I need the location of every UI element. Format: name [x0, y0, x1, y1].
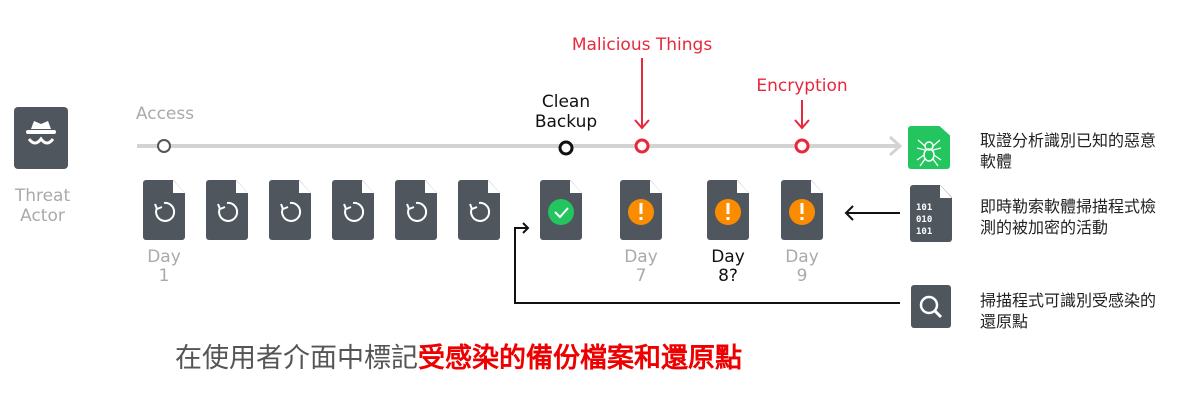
- spider-malware-icon: [908, 126, 950, 169]
- restore-point-doc[interactable]: [206, 180, 248, 240]
- clean-backup-doc[interactable]: [540, 180, 582, 240]
- restore-point-doc[interactable]: [395, 180, 437, 240]
- day-num: 7: [635, 266, 647, 286]
- caption-normal: 在使用者介面中標記: [175, 343, 418, 374]
- day-word: Day: [624, 247, 658, 267]
- threat-actor-icon: [14, 107, 68, 169]
- scanner-text: 掃描程式可識別受感染的還原點: [980, 291, 1157, 331]
- realtime-scanner-text: 即時勒索軟體掃描程式檢測的被加密的活動: [980, 197, 1157, 237]
- encryption-node: [794, 138, 810, 154]
- clean-line1: Clean: [541, 92, 591, 112]
- search-icon[interactable]: [911, 285, 951, 328]
- malicious-node: [634, 138, 650, 154]
- actor-line1: Threat: [14, 186, 71, 206]
- forensics-text: 取證分析識別已知的惡意軟體: [980, 131, 1157, 171]
- day-word: Day: [711, 247, 745, 267]
- binary-row: 101: [916, 227, 933, 237]
- restore-point-doc[interactable]: [332, 180, 374, 240]
- day-num: 1: [158, 266, 170, 286]
- binary-scanner-icon: 101 010 101: [910, 185, 952, 242]
- malicious-label: Malicious Things: [571, 35, 713, 55]
- day-word: Day: [785, 247, 819, 267]
- clean-backup-node: [558, 140, 574, 156]
- caption-highlight: 受感染的備份檔案和還原點: [418, 343, 742, 374]
- binary-row: 101: [916, 203, 933, 213]
- encryption-label: Encryption: [756, 76, 848, 96]
- actor-line2: Actor: [20, 206, 65, 226]
- restore-point-doc[interactable]: [458, 180, 500, 240]
- infected-doc[interactable]: [707, 180, 749, 240]
- day-num: 8?: [718, 266, 738, 286]
- day-word: Day: [147, 247, 181, 267]
- infected-doc[interactable]: [620, 180, 662, 240]
- caption: 在使用者介面中標記受感染的備份檔案和還原點: [175, 336, 742, 375]
- restore-point-doc[interactable]: [269, 180, 311, 240]
- infected-doc[interactable]: [781, 180, 823, 240]
- access-label: Access: [135, 104, 195, 124]
- binary-row: 010: [916, 215, 933, 225]
- access-node: [157, 139, 171, 153]
- clean-line2: Backup: [534, 112, 598, 132]
- day-num: 9: [796, 266, 808, 286]
- restore-point-doc[interactable]: [143, 180, 185, 240]
